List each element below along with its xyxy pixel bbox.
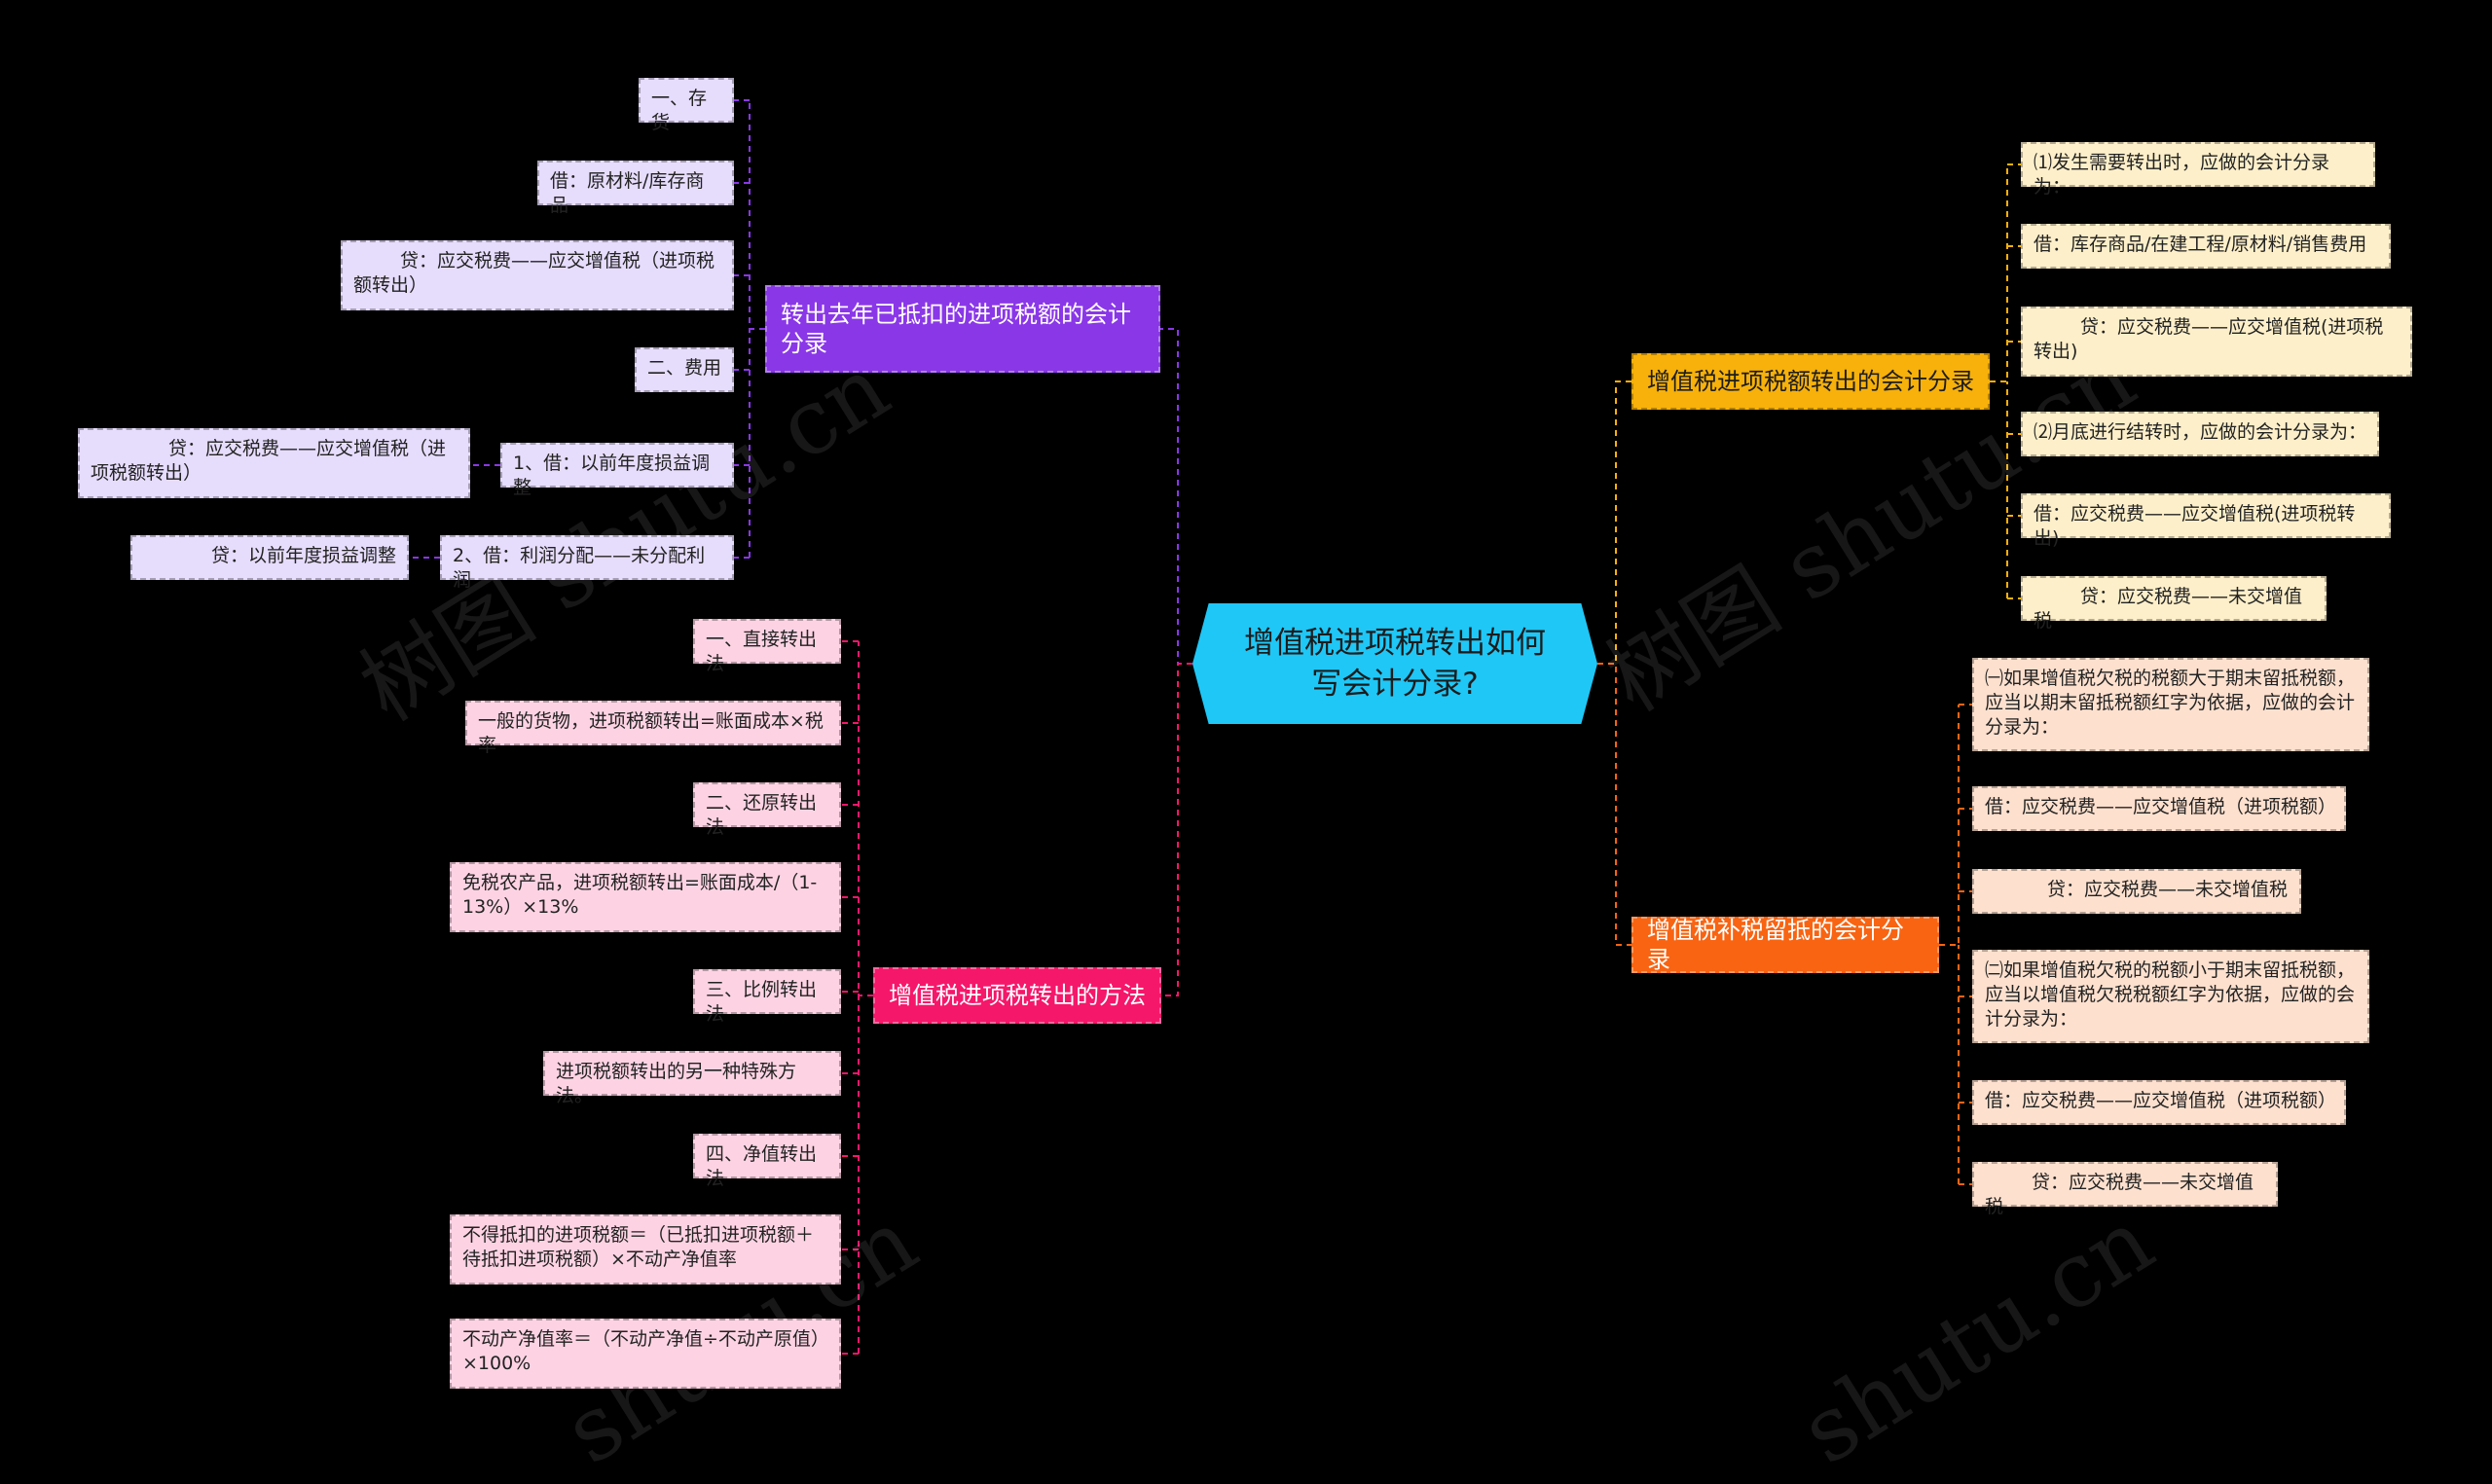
leaf-yellow[interactable]: 贷：应交税费——未交增值税 [2021,576,2327,632]
leaf-pink[interactable]: 不动产净值率＝（不动产净值÷不动产原值）×100% [450,1319,841,1389]
leaf-pink[interactable]: 一般的货物，进项税额转出=账面成本×税率 [465,701,841,756]
branch-purple[interactable]: 转出去年已抵扣的进项税额的会计分录 [765,285,1160,373]
leaf-pink[interactable]: 三、比例转出法 [693,969,841,1025]
leaf-orange[interactable]: 贷：应交税费——未交增值税 [1972,1162,2278,1217]
leaf-purple[interactable]: 2、借：利润分配——未分配利润 [440,535,734,591]
leaf-pink[interactable]: 一、直接转出法 [693,619,841,674]
leaf-pink[interactable]: 四、净值转出法 [693,1134,841,1189]
connector-line [1597,663,1631,946]
leaf-yellow[interactable]: 贷：应交税费——应交增值税(进项税转出) [2021,307,2412,377]
leaf-yellow[interactable]: 借：库存商品/在建工程/原材料/销售费用 [2021,224,2391,269]
branch-yellow[interactable]: 增值税进项税额转出的会计分录 [1631,353,1990,410]
connector-line [1160,328,1192,665]
leaf-orange[interactable]: 贷：应交税费——未交增值税 [1972,869,2301,914]
leaf-pink[interactable]: 不得抵扣的进项税额＝（已抵扣进项税额＋待抵扣进项税额）×不动产净值率 [450,1214,841,1285]
leaf-orange[interactable]: 借：应交税费——应交增值税（进项税额） [1972,1080,2346,1125]
branch-pink[interactable]: 增值税进项税转出的方法 [873,967,1161,1024]
leaf-orange[interactable]: ㈠如果增值税欠税的税额大于期末留抵税额，应当以期末留抵税额红字为依据，应做的会计… [1972,658,2369,751]
leaf-purple[interactable]: 二、费用 [635,347,734,392]
branch-orange[interactable]: 增值税补税留抵的会计分录 [1631,917,1939,973]
connector-line [858,641,873,1354]
leaf-yellow[interactable]: ⑵月底进行结转时，应做的会计分录为： [2021,412,2379,456]
connector-line [1990,164,2008,598]
leaf-orange[interactable]: ㈡如果增值税欠税的税额小于期末留抵税额，应当以增值税欠税税额红字为依据，应做的会… [1972,950,2369,1043]
connector-line [1161,663,1192,996]
connector-line [1939,705,1960,1184]
leaf-purple[interactable]: 一、存货 [639,78,734,133]
leaf-pink[interactable]: 免税农产品，进项税额转出=账面成本/（1-13%）×13% [450,862,841,932]
leaf-pink[interactable]: 二、还原转出法 [693,782,841,838]
leaf-yellow[interactable]: ⑴发生需要转出时，应做的会计分录为： [2021,142,2375,198]
leaf-pink[interactable]: 进项税额转出的另一种特殊方法。 [543,1051,841,1106]
leaf-purple[interactable]: 1、借：以前年度损益调整 [500,443,734,498]
leaf-purple[interactable]: 借：原材料/库存商品 [537,161,734,216]
leaf-purple[interactable]: 贷：应交税费——应交增值税（进项税额转出） [341,240,734,310]
leaf-yellow[interactable]: 借：应交税费——应交增值税(进项税转出) [2021,493,2391,549]
leaf-purple-sub[interactable]: 贷：应交税费——应交增值税（进项税额转出） [78,428,470,498]
leaf-purple-sub[interactable]: 贷：以前年度损益调整 [130,535,409,580]
central-topic[interactable]: 增值税进项税转出如何写会计分录? [1192,603,1597,724]
connector-line [749,100,765,558]
leaf-orange[interactable]: 借：应交税费——应交增值税（进项税额） [1972,786,2346,831]
